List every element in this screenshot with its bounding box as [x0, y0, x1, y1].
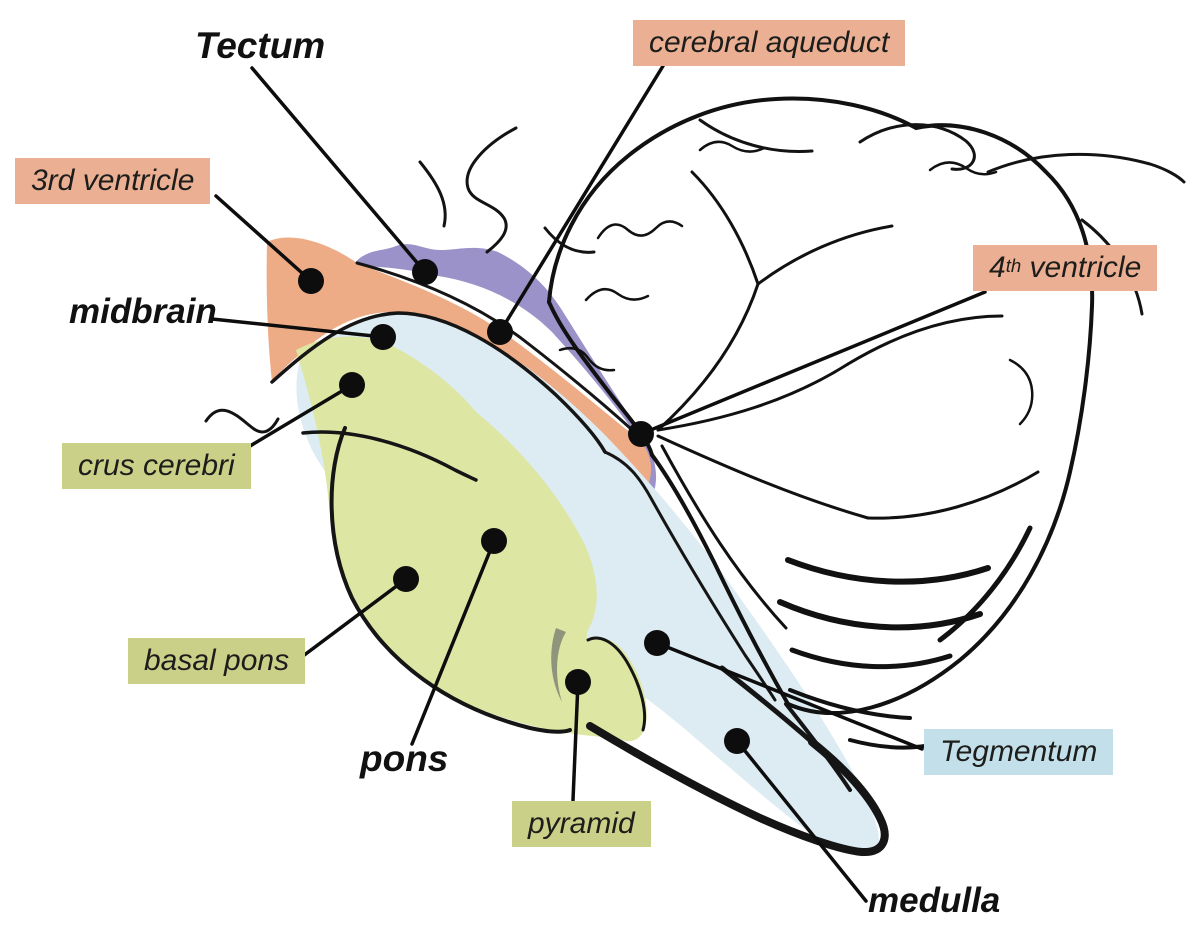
label-pons: pons — [360, 738, 449, 779]
curve-commissure — [543, 226, 596, 254]
label-cerebral-aqueduct: cerebral aqueduct — [633, 20, 906, 66]
dot-fourth-ventricle — [628, 421, 654, 447]
leader-lines — [210, 64, 987, 903]
label-medulla: medulla — [868, 881, 1001, 920]
label-crus-cerebri: crus cerebri — [62, 443, 251, 489]
dot-cerebral-aqueduct — [487, 319, 513, 345]
folia-2 — [584, 287, 650, 302]
leader-fourth-ventricle — [639, 290, 987, 436]
leader-tegmentum — [655, 641, 924, 751]
outline-medulla-ventral-thick — [586, 722, 889, 856]
tonsil-stripe-1 — [785, 557, 991, 585]
dot-pons — [481, 528, 507, 554]
outline-pons-ventral — [329, 426, 572, 734]
tonsil-stripe-2 — [777, 599, 983, 631]
outline-midbrain-dorsal — [270, 311, 607, 454]
label-fourth-ventricle-rest: ventricle — [1021, 251, 1142, 284]
leader-pons — [410, 539, 496, 746]
brain-cut-curves — [204, 118, 1186, 434]
outline-tegmentum-dorsal — [603, 450, 777, 702]
leader-cerebral-aqueduct — [498, 64, 665, 334]
dot-tegmentum — [644, 630, 670, 656]
label-fourth-ventricle-number: 4 — [989, 251, 1006, 284]
label-third-ventricle: 3rd ventricle — [15, 158, 211, 204]
folia-6 — [558, 347, 616, 372]
cerebellum-left-edge-lower — [650, 453, 790, 706]
region-pyramid-shadow — [551, 628, 566, 702]
dot-basal-pons — [393, 566, 419, 592]
curve-top-3 — [986, 152, 1186, 184]
dot-midbrain — [370, 324, 396, 350]
leader-midbrain — [210, 317, 385, 339]
arbor-vitae-trunk-5 — [846, 314, 1004, 366]
outline-medulla-dorsal — [719, 665, 815, 745]
leader-pyramid — [571, 680, 580, 802]
label-fourth-ventricle-ordinal: th — [1005, 254, 1022, 276]
dot-third-ventricle — [298, 268, 324, 294]
leader-tectum — [250, 66, 427, 274]
label-tegmentum: Tegmentum — [924, 729, 1114, 775]
label-midbrain: midbrain — [69, 292, 217, 331]
arbor-vitae-trunk-8 — [660, 444, 788, 630]
regions — [266, 237, 879, 857]
arbor-vitae-trunk-2 — [690, 170, 760, 286]
boundary-outlines — [270, 261, 889, 856]
leader-medulla — [735, 739, 868, 903]
cerebellum-outline — [547, 96, 1095, 715]
curve-left-squiggle — [204, 408, 280, 434]
leader-third-ventricle — [214, 194, 313, 283]
arbor-vitae-trunk-6 — [656, 434, 870, 520]
cerebellum-lineart — [547, 96, 1095, 750]
outline-isthmus — [784, 702, 852, 792]
leader-basal-pons — [301, 577, 408, 658]
folia-3 — [698, 140, 766, 153]
arbor-vitae-trunk-1 — [656, 282, 760, 432]
label-fourth-ventricle: 4th ventricle — [973, 245, 1158, 291]
folia-5 — [1008, 358, 1034, 426]
curve-top-2 — [858, 123, 976, 171]
label-pyramid: pyramid — [512, 801, 651, 847]
dot-medulla — [724, 728, 750, 754]
arbor-vitae-trunk-3 — [756, 224, 894, 286]
curve-thalamus — [465, 126, 518, 254]
tonsil-stripe-5 — [788, 688, 912, 720]
dot-tectum — [412, 259, 438, 285]
label-tectum: Tectum — [195, 25, 326, 66]
outline-pyramid — [586, 636, 647, 732]
dot-crus-cerebri — [339, 372, 365, 398]
arbor-vitae-trunk-4 — [656, 362, 850, 432]
dot-pyramid — [565, 669, 591, 695]
outline-tectum-underside — [355, 261, 632, 430]
outline-crus-pons — [301, 430, 478, 482]
folia-1 — [596, 220, 684, 240]
tonsil-stripe-4 — [937, 525, 1033, 643]
marker-dots — [298, 259, 750, 754]
curve-top-1 — [698, 118, 814, 153]
curve-stalk — [418, 160, 447, 228]
arbor-vitae-trunk-7 — [866, 470, 1040, 520]
label-basal-pons: basal pons — [128, 638, 306, 684]
tonsil-stripe-3 — [789, 647, 953, 670]
leader-crus-cerebri — [238, 383, 354, 454]
